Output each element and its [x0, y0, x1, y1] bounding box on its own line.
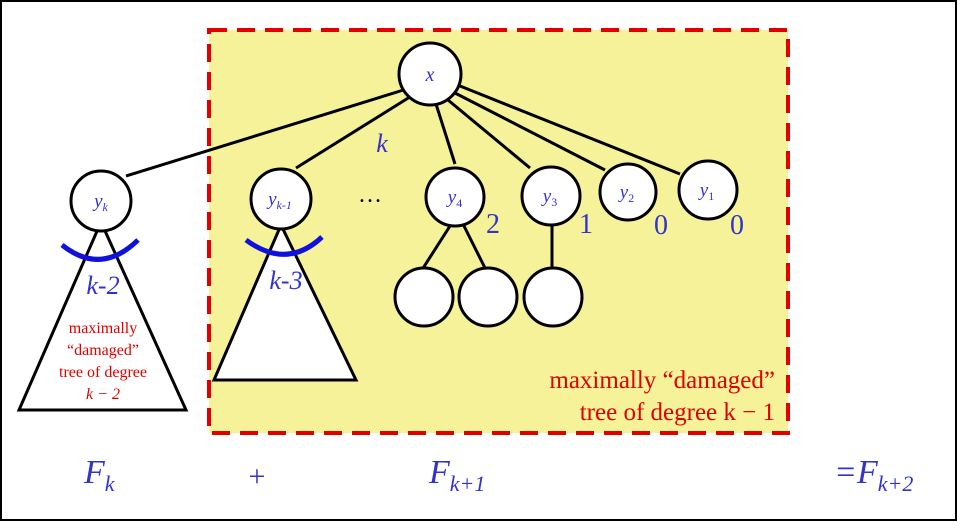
child-node-yk-1: yk-1	[249, 167, 313, 231]
edge-x-y4	[434, 103, 457, 165]
child-node-y2: y2	[598, 162, 658, 222]
formula-plus: +	[249, 460, 266, 493]
left-subtree-caption: maximally “damaged” tree of degree k − 2	[59, 320, 147, 403]
formula-fk2: =Fk+2	[834, 454, 913, 496]
edge-x-yk	[125, 86, 411, 178]
left-caption-line-3: tree of degree	[59, 364, 147, 381]
ellipsis: …	[358, 182, 382, 208]
root-label: x	[425, 64, 435, 86]
rank-label-yk-1: k-3	[269, 266, 302, 295]
child-label-y3: y3	[541, 186, 557, 209]
left-caption-line-2: “damaged”	[67, 342, 139, 359]
rank-label-y4: 2	[486, 209, 500, 240]
root-child-count-label: k	[376, 129, 388, 158]
box-caption-line-1: maximally “damaged”	[549, 367, 775, 394]
child-label-yk: yk	[92, 191, 108, 214]
edge-x-yk-1	[295, 93, 414, 170]
rank-label-yk: k-2	[86, 271, 119, 300]
child-label-yk-1: yk-1	[266, 189, 292, 212]
root-node	[397, 41, 463, 107]
child-node-y3: y3	[520, 165, 582, 227]
child-label-y2: y2	[618, 182, 634, 205]
subtree-yk-1-triangle	[211, 221, 359, 382]
child-node-y4: y4	[424, 166, 486, 228]
edge-y4-child2	[462, 225, 488, 271]
box-caption-line-2: tree of degree k − 1	[580, 399, 775, 426]
box-caption: maximally “damaged” tree of degree k − 1	[549, 367, 775, 426]
rank-label-y3: 1	[579, 209, 593, 240]
edge-x-y1	[459, 84, 681, 176]
subtree-yk-triangle	[16, 218, 189, 412]
fibonacci-formula: Fk + Fk+1 =Fk+2	[83, 454, 913, 496]
child-label-y1: y1	[698, 180, 714, 203]
child-node-yk: yk	[69, 169, 133, 233]
rank-label-y2: 0	[654, 210, 668, 241]
rank-label-y1: 0	[730, 210, 744, 241]
rank-arc-yk-1	[244, 235, 324, 257]
formula-fk: Fk	[83, 454, 116, 496]
child-node-y1: y1	[677, 159, 739, 221]
left-caption-line-1: maximally	[69, 320, 137, 337]
left-caption-line-4: k − 2	[86, 386, 120, 403]
grandchild-node-y4-a	[393, 266, 455, 328]
edge-x-y3	[447, 98, 531, 170]
grandchild-node-y3	[522, 266, 584, 328]
grandchild-node-y4-b	[457, 266, 519, 328]
rank-arc-yk	[60, 238, 140, 262]
child-label-y4: y4	[446, 187, 462, 210]
edge-x-y2	[454, 91, 606, 172]
formula-fk1: Fk+1	[428, 454, 485, 496]
